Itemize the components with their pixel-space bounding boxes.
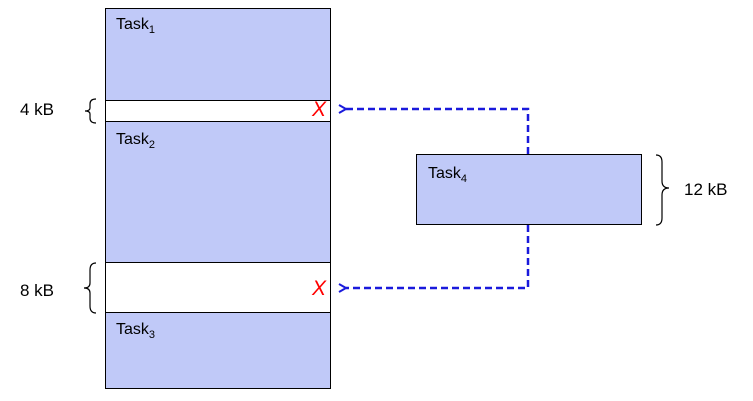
- task3-index: 3: [148, 329, 156, 341]
- arrow-to-hole1: [346, 109, 530, 154]
- task2-name: Task: [116, 131, 149, 148]
- task3-name: Task: [116, 321, 149, 338]
- task4-size-label: 12 kB: [684, 180, 728, 199]
- task1-label: Task1: [116, 17, 155, 36]
- task1-index: 1: [148, 24, 156, 36]
- task4-brace: [655, 154, 670, 226]
- task2-index: 2: [148, 139, 156, 151]
- task3-block: [105, 312, 331, 389]
- task4-index: 4: [460, 173, 468, 185]
- arrow-to-hole2: [346, 225, 530, 288]
- task4-label: Task4: [428, 166, 467, 185]
- hole1-brace: [84, 98, 97, 124]
- free-hole-8kb: [105, 262, 331, 313]
- task1-block: [105, 8, 331, 101]
- hole2-size-label: 8 kB: [20, 281, 55, 300]
- hole2-brace: [83, 262, 97, 314]
- hole1-size-label: 4 kB: [20, 100, 55, 119]
- reject-mark-hole2: X: [312, 277, 327, 300]
- task2-label: Task2: [116, 132, 155, 151]
- task3-label: Task3: [116, 322, 155, 341]
- task4-block: [416, 154, 642, 225]
- task1-name: Task: [116, 16, 149, 33]
- reject-mark-hole1: X: [312, 98, 327, 121]
- task4-name: Task: [428, 165, 461, 182]
